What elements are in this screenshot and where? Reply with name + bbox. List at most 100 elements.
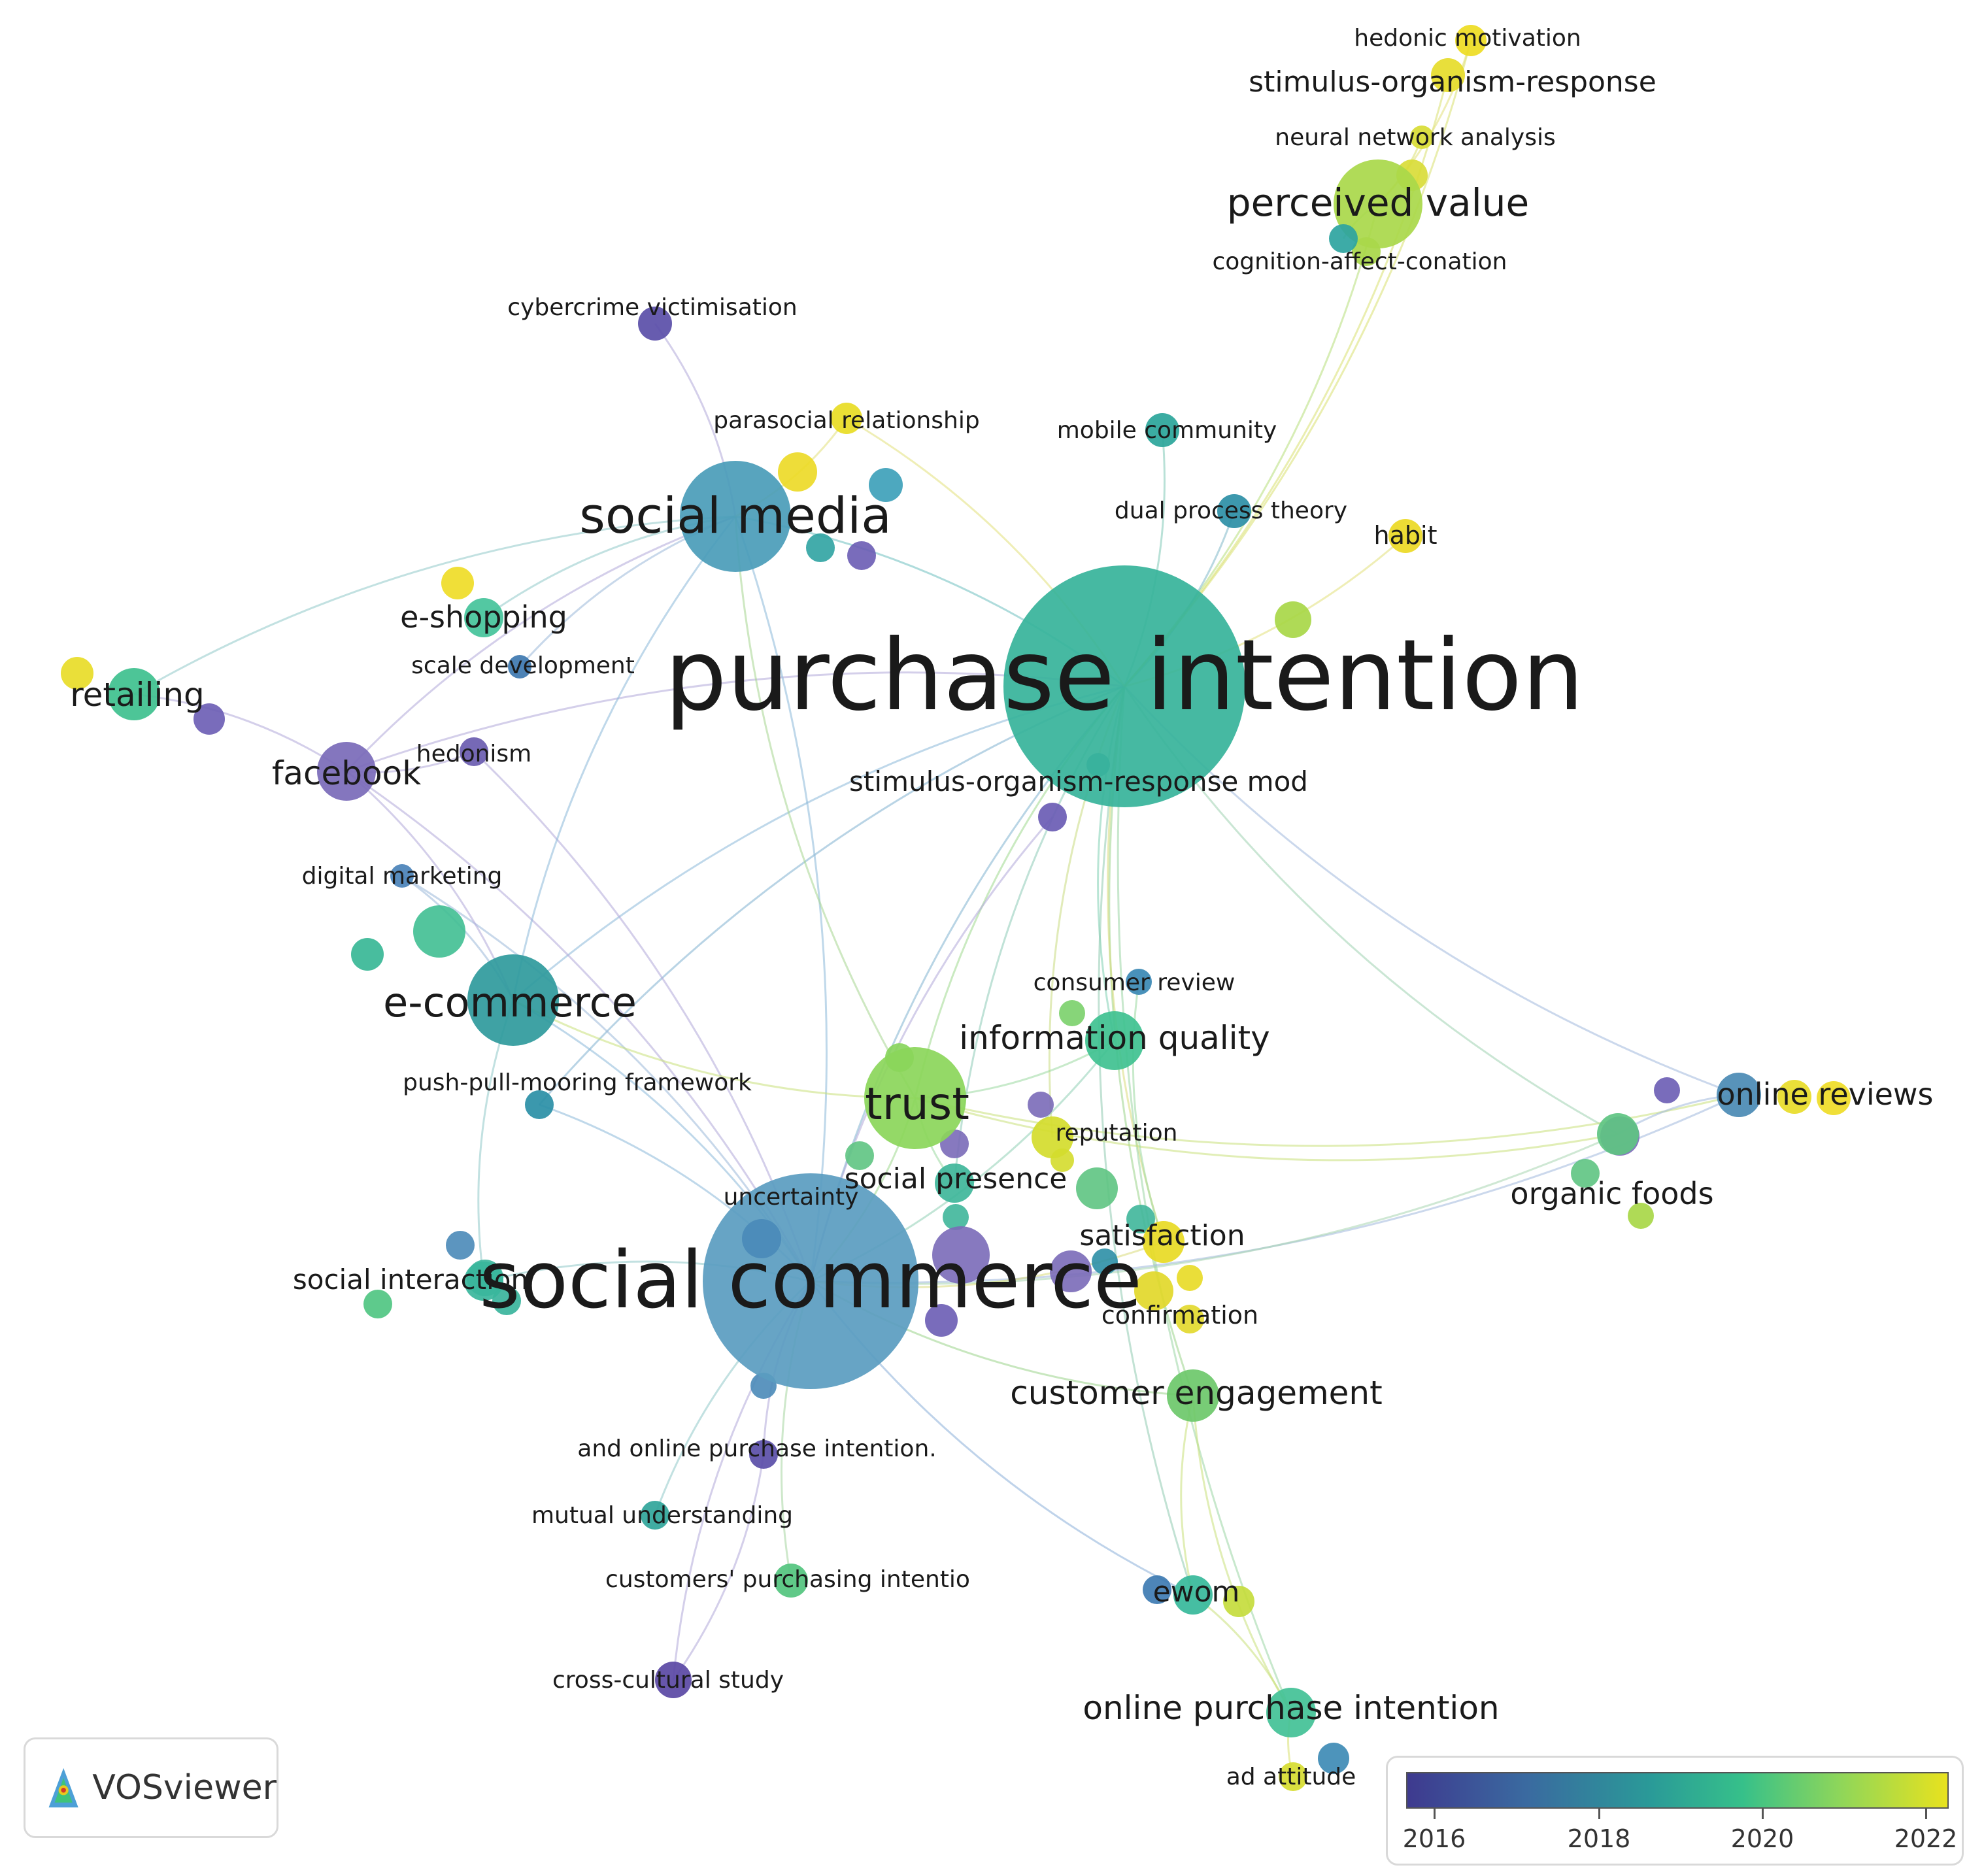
label-mutual-understanding: mutual understanding — [531, 1502, 793, 1529]
node-neural-network-analysis[interactable] — [1410, 126, 1434, 149]
label-satisfaction: satisfaction — [1079, 1219, 1245, 1252]
minor-node-19[interactable] — [932, 1226, 990, 1284]
minor-node-33[interactable] — [1654, 1077, 1680, 1103]
node-organic-foods[interactable] — [1597, 1113, 1639, 1155]
minor-node-35[interactable] — [1571, 1159, 1600, 1188]
label-reputation: reputation — [1056, 1120, 1178, 1147]
node-scale-development[interactable] — [508, 655, 531, 678]
node-e-commerce[interactable] — [467, 954, 559, 1046]
node-online-reviews[interactable] — [1717, 1073, 1761, 1117]
minor-node-2[interactable] — [806, 533, 835, 562]
minor-node-15[interactable] — [845, 1141, 874, 1170]
node-retailing[interactable] — [108, 668, 160, 720]
minor-node-7[interactable] — [193, 703, 225, 735]
label-e-shopping: e-shopping — [400, 599, 567, 635]
node-facebook[interactable] — [317, 742, 376, 801]
label-parasocial-relationship: parasocial relationship — [713, 407, 979, 434]
label-digital-marketing: digital marketing — [302, 863, 503, 890]
minor-node-9[interactable] — [351, 938, 384, 971]
minor-node-3[interactable] — [847, 541, 876, 570]
minor-node-1[interactable] — [869, 468, 903, 502]
label-perceived-value: perceived value — [1227, 180, 1529, 225]
node-dual-process-theory[interactable] — [1217, 494, 1251, 528]
node-reputation[interactable] — [1032, 1116, 1073, 1158]
minor-node-38[interactable] — [1817, 1081, 1851, 1115]
edge-customer_engagement-ewom — [1180, 1395, 1194, 1596]
node-push-pull[interactable] — [525, 1090, 554, 1119]
vosviewer-logo-icon — [48, 1767, 78, 1808]
minor-node-20[interactable] — [925, 1304, 958, 1337]
node-sor-mod[interactable] — [1038, 803, 1067, 831]
minor-node-12[interactable] — [1059, 1000, 1085, 1026]
node-social-media[interactable] — [680, 461, 791, 572]
node-and-online-purchase[interactable] — [749, 1440, 778, 1469]
minor-node-18[interactable] — [943, 1204, 969, 1230]
minor-node-17[interactable] — [1076, 1167, 1118, 1209]
legend-tick-label: 2016 — [1402, 1824, 1466, 1853]
node-confirmation[interactable] — [1134, 1271, 1173, 1311]
minor-node-6[interactable] — [61, 657, 93, 690]
label-social-interaction: social interaction — [293, 1264, 528, 1296]
node-purchase-intention[interactable] — [1003, 565, 1245, 807]
minor-node-5[interactable] — [441, 567, 474, 599]
node-trust[interactable] — [864, 1047, 966, 1149]
node-satisfaction[interactable] — [1143, 1221, 1185, 1263]
node-customers-purchasing[interactable] — [774, 1564, 808, 1598]
node-e-shopping[interactable] — [464, 598, 503, 637]
node-digital-marketing[interactable] — [390, 864, 414, 888]
node-cross-cultural[interactable] — [655, 1662, 692, 1698]
label-consumer-review: consumer review — [1034, 969, 1236, 996]
node-habit[interactable] — [1388, 519, 1422, 553]
minor-node-22[interactable] — [1092, 1248, 1118, 1275]
label-social-commerce: social commerce — [479, 1235, 1142, 1326]
node-parasocial-relationship[interactable] — [831, 403, 862, 434]
node-hedonic-motivation[interactable] — [1455, 25, 1487, 56]
legend-tick-label: 2022 — [1894, 1824, 1958, 1853]
edge-social_commerce-social_media — [734, 516, 828, 1282]
minor-node-4[interactable] — [1275, 601, 1311, 638]
node-mobile-community[interactable] — [1145, 413, 1179, 447]
node-customer-engagement[interactable] — [1167, 1369, 1219, 1422]
edge-consumer_review-satisfaction — [1132, 981, 1165, 1243]
node-online-purchase-intention[interactable] — [1266, 1688, 1316, 1737]
minor-node-31[interactable] — [1223, 1586, 1254, 1617]
minor-node-25[interactable] — [1175, 1305, 1204, 1333]
minor-node-24[interactable] — [1177, 1265, 1203, 1291]
minor-node-36[interactable] — [1628, 1203, 1654, 1229]
node-uncertainty[interactable] — [742, 1219, 781, 1258]
minor-node-26[interactable] — [446, 1231, 475, 1260]
minor-node-32[interactable] — [1318, 1743, 1349, 1774]
label-social-presence: social presence — [845, 1162, 1068, 1196]
minor-node-30[interactable] — [1143, 1575, 1171, 1604]
vosviewer-logo: VOSviewer — [24, 1737, 278, 1838]
minor-node-0[interactable] — [778, 452, 817, 492]
year-color-legend: 2016 2018 2020 2022 — [1386, 1756, 1964, 1866]
legend-tick-label: 2020 — [1730, 1824, 1794, 1853]
node-information-quality[interactable] — [1085, 1011, 1144, 1070]
node-stimulus-organism-response[interactable] — [1431, 58, 1465, 92]
label-cybercrime-victimisation: cybercrime victimisation — [507, 294, 797, 321]
node-social-presence[interactable] — [935, 1164, 974, 1203]
minor-node-23[interactable] — [1126, 1205, 1155, 1233]
minor-node-21[interactable] — [1050, 1250, 1092, 1292]
label-information-quality: information quality — [959, 1019, 1270, 1057]
node-cognition-affect-conation[interactable] — [1329, 224, 1358, 253]
node-mutual-understanding[interactable] — [641, 1501, 669, 1530]
minor-node-29[interactable] — [363, 1290, 392, 1318]
node-hedonism[interactable] — [460, 737, 488, 766]
node-ewom[interactable] — [1173, 1575, 1213, 1615]
minor-node-13[interactable] — [1028, 1092, 1054, 1118]
edge-social_commerce-organic_foods — [810, 1133, 1619, 1285]
node-ad-attitude[interactable] — [1279, 1762, 1307, 1791]
node-perceived-value[interactable] — [1334, 159, 1422, 248]
node-cybercrime-victimisation[interactable] — [638, 307, 672, 341]
label-online-reviews: online reviews — [1717, 1077, 1933, 1112]
node-consumer-review[interactable] — [1126, 969, 1152, 995]
label-uncertainty: uncertainty — [724, 1184, 859, 1211]
label-ad-attitude: ad attitude — [1226, 1764, 1356, 1790]
node-social-interaction[interactable] — [464, 1262, 503, 1301]
minor-node-28[interactable] — [492, 1286, 521, 1315]
minor-node-8[interactable] — [413, 905, 465, 958]
minor-node-37[interactable] — [1777, 1080, 1811, 1114]
